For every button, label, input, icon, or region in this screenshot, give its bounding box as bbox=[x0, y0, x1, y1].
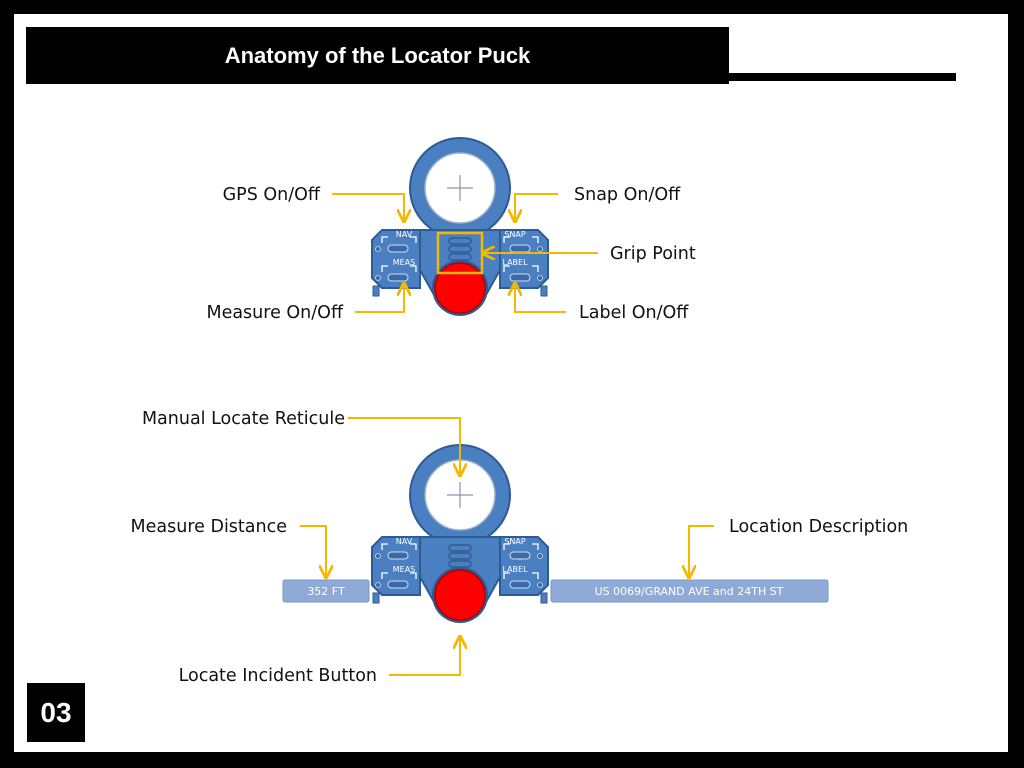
top-puck: NAV MEAS SNAP LABEL bbox=[371, 137, 549, 317]
nav-button-label: NAV bbox=[396, 537, 413, 546]
snap-button-label: SNAP bbox=[504, 230, 526, 239]
grip-point-callout: Grip Point bbox=[610, 244, 696, 264]
snap-button-label: SNAP bbox=[504, 537, 526, 546]
snap-callout: Snap On/Off bbox=[574, 185, 681, 205]
location-description-value: US 0069/GRAND AVE and 24TH ST bbox=[595, 585, 784, 598]
title-rule bbox=[729, 73, 956, 81]
label-button-label: LABEL bbox=[502, 258, 528, 267]
page-number-box: 03 bbox=[27, 683, 85, 742]
measure-distance-field bbox=[282, 579, 370, 603]
meas-button-label: MEAS bbox=[393, 565, 416, 574]
label-callout: Label On/Off bbox=[579, 303, 689, 323]
location-description-callout: Location Description bbox=[729, 517, 908, 537]
label-button-label: LABEL bbox=[502, 565, 528, 574]
reticule-callout: Manual Locate Reticule bbox=[142, 409, 345, 429]
meas-button-label: MEAS bbox=[393, 258, 416, 267]
nav-button-label: NAV bbox=[396, 230, 413, 239]
location-description-field bbox=[550, 579, 829, 603]
gps-callout: GPS On/Off bbox=[223, 185, 321, 205]
measure-callout: Measure On/Off bbox=[206, 303, 343, 323]
slide-background bbox=[14, 14, 1008, 752]
bottom-puck: NAV MEAS SNAP LABEL bbox=[371, 444, 549, 624]
page-number: 03 bbox=[40, 696, 72, 728]
title-bar: Anatomy of the Locator Puck bbox=[26, 27, 729, 84]
measure-distance-callout: Measure Distance bbox=[131, 517, 287, 537]
measure-distance-value: 352 FT bbox=[307, 585, 345, 598]
page-title: Anatomy of the Locator Puck bbox=[224, 42, 531, 68]
locate-button-callout: Locate Incident Button bbox=[179, 666, 377, 686]
